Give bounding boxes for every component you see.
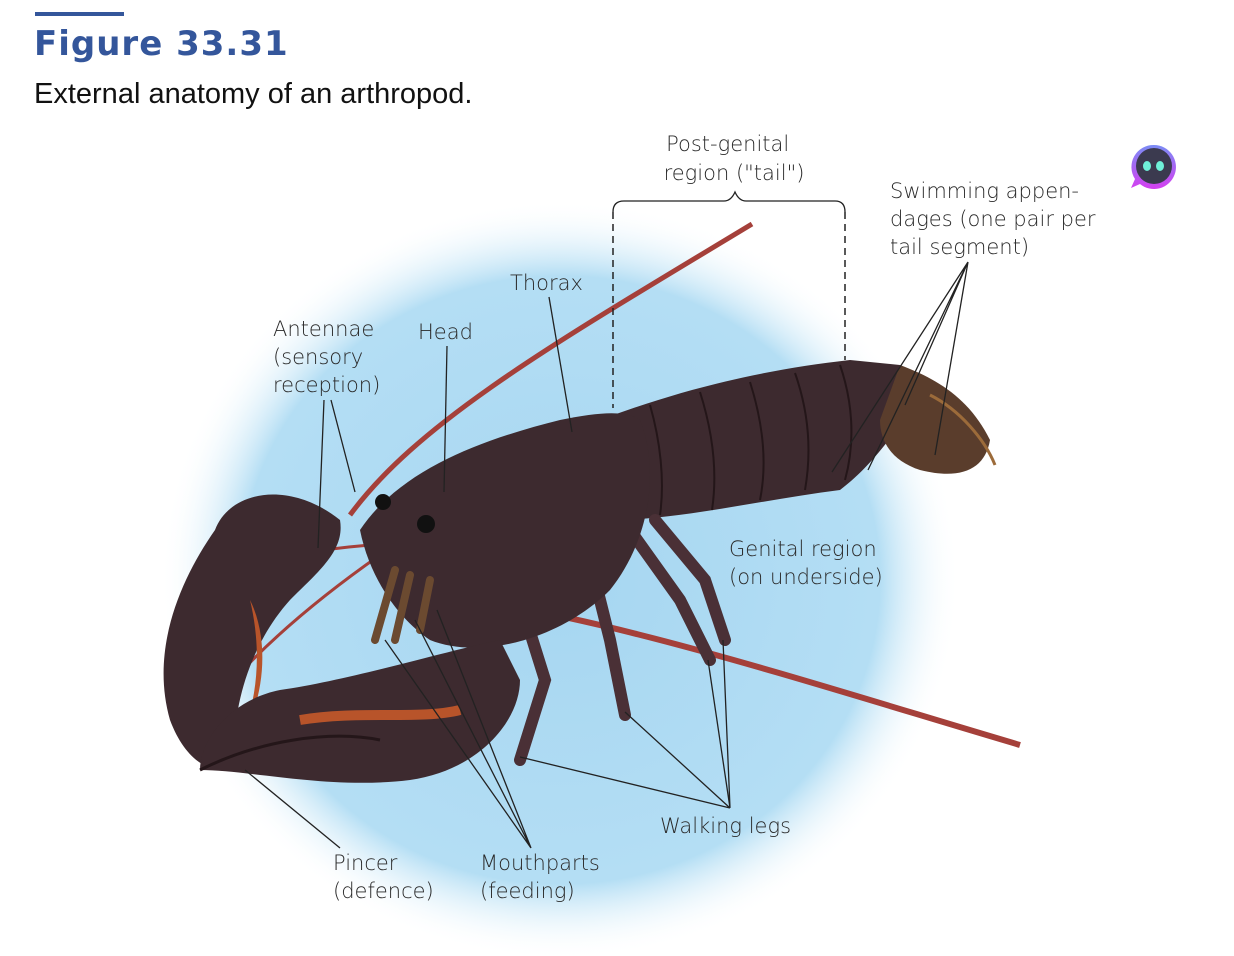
label-mouthparts: Mouthparts (feeding)	[480, 851, 607, 903]
label-post-genital: Post-genital region ("tail")	[664, 132, 805, 185]
label-head: Head	[418, 320, 473, 344]
lobster-eye-2	[375, 494, 391, 510]
lobster-carapace	[360, 413, 650, 648]
figure-number: Figure 33.31	[34, 24, 289, 64]
mouthparts-shape	[371, 566, 434, 644]
leader-lines	[244, 261, 969, 849]
label-walking-legs: Walking legs	[660, 814, 791, 838]
figure-caption: External anatomy of an arthropod.	[34, 78, 473, 110]
antennule-2	[236, 553, 381, 677]
label-genital-region: Genital region (on underside)	[729, 537, 883, 589]
lobster-tail	[600, 360, 997, 520]
label-pincer: Pincer (defence)	[333, 851, 434, 903]
post-genital-bracket	[612, 190, 846, 408]
antenna-upper	[347, 221, 754, 517]
label-antennae: Antennae (sensory reception)	[273, 317, 381, 397]
title-rule	[35, 12, 124, 16]
label-swimming-appendages: Swimming appen- dages (one pair per tail…	[890, 179, 1102, 259]
label-thorax: Thorax	[510, 271, 583, 295]
chat-bot-icon[interactable]	[1130, 143, 1178, 191]
lobster-eye	[417, 515, 435, 533]
lobster-claws	[163, 494, 520, 783]
